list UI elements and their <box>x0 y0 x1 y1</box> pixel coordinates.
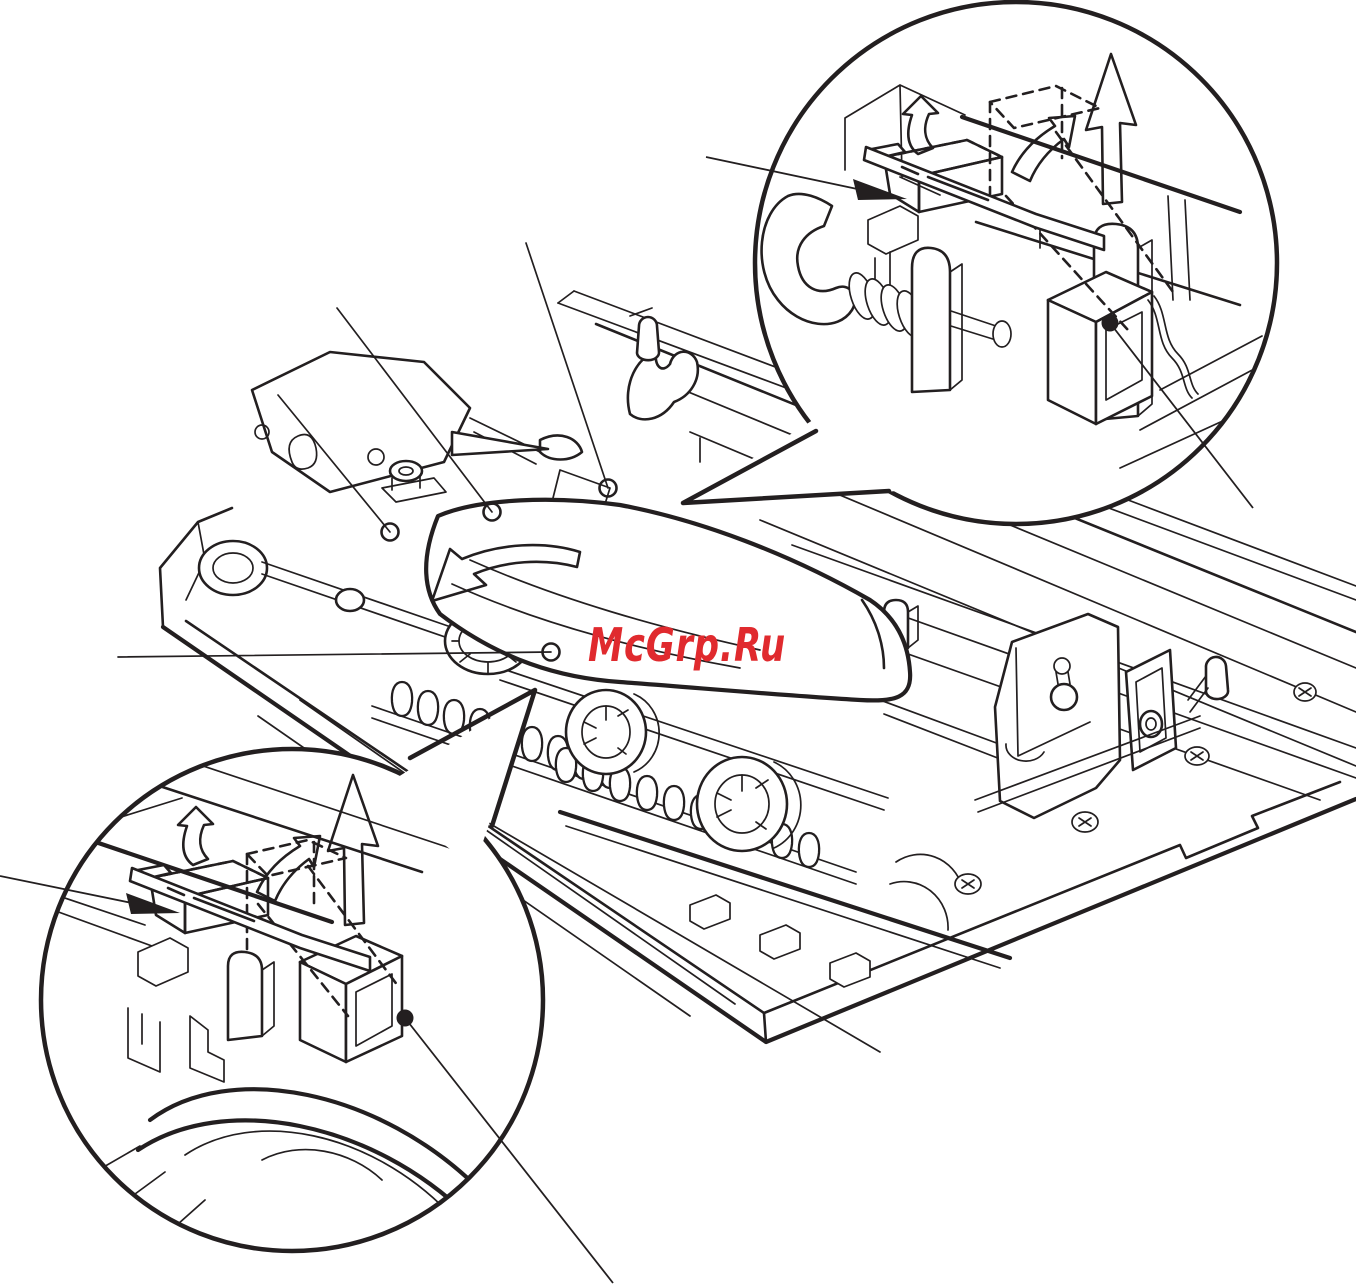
callout-lower-left <box>0 687 614 1284</box>
sensor-box <box>1046 270 1154 426</box>
partial-roller <box>889 853 963 931</box>
feed-roller <box>564 688 660 776</box>
curved-up-right-arrow <box>255 834 322 903</box>
callout-lower-left-content <box>43 751 483 1241</box>
watermark-text: McGrp.Ru <box>588 618 786 672</box>
ghost-lifted-position <box>988 84 1178 332</box>
callout-upper-right <box>680 0 1280 527</box>
leader-dot <box>396 1009 414 1027</box>
guide-post <box>910 246 952 394</box>
leader-dot <box>482 502 502 522</box>
large-up-arrow <box>326 773 380 927</box>
callout-upper-right-content <box>760 52 1263 469</box>
rotate-left-arrow <box>430 543 582 603</box>
right-bracket-assembly <box>954 612 1317 895</box>
guide-post <box>226 950 264 1042</box>
cable <box>1147 295 1199 399</box>
leader-dot <box>598 478 618 498</box>
curved-up-right-arrow <box>1010 114 1077 183</box>
large-roller <box>94 1087 483 1241</box>
removal-arrows <box>901 52 1138 206</box>
callout-tail <box>407 687 538 829</box>
curved-sheet <box>424 497 913 703</box>
callout-tail <box>680 428 892 506</box>
leader-dot <box>1101 314 1119 332</box>
lock-lever-pointer <box>0 875 180 914</box>
upper-left-gear-cluster <box>197 307 700 639</box>
small-curved-up-arrow <box>901 94 940 156</box>
small-curved-up-arrow <box>176 805 215 867</box>
large-up-arrow <box>1084 52 1138 206</box>
lock-lever-highlight <box>128 859 372 973</box>
leader-dot <box>541 642 561 662</box>
feed-roller-2 <box>695 755 802 853</box>
coil-spring <box>848 272 1012 348</box>
lock-lever-pointer <box>705 156 907 200</box>
solid-arrowhead <box>853 179 907 200</box>
leader-dot <box>380 522 400 542</box>
callout-tail-gap <box>376 690 535 868</box>
lock-lever-highlight <box>862 138 1106 252</box>
solid-arrowhead <box>126 893 180 914</box>
hook-claw <box>760 192 857 326</box>
deck-screws <box>954 682 1317 895</box>
leader-lines <box>117 242 618 662</box>
removal-arrows <box>176 773 380 927</box>
callout-tail-gap <box>683 411 934 503</box>
